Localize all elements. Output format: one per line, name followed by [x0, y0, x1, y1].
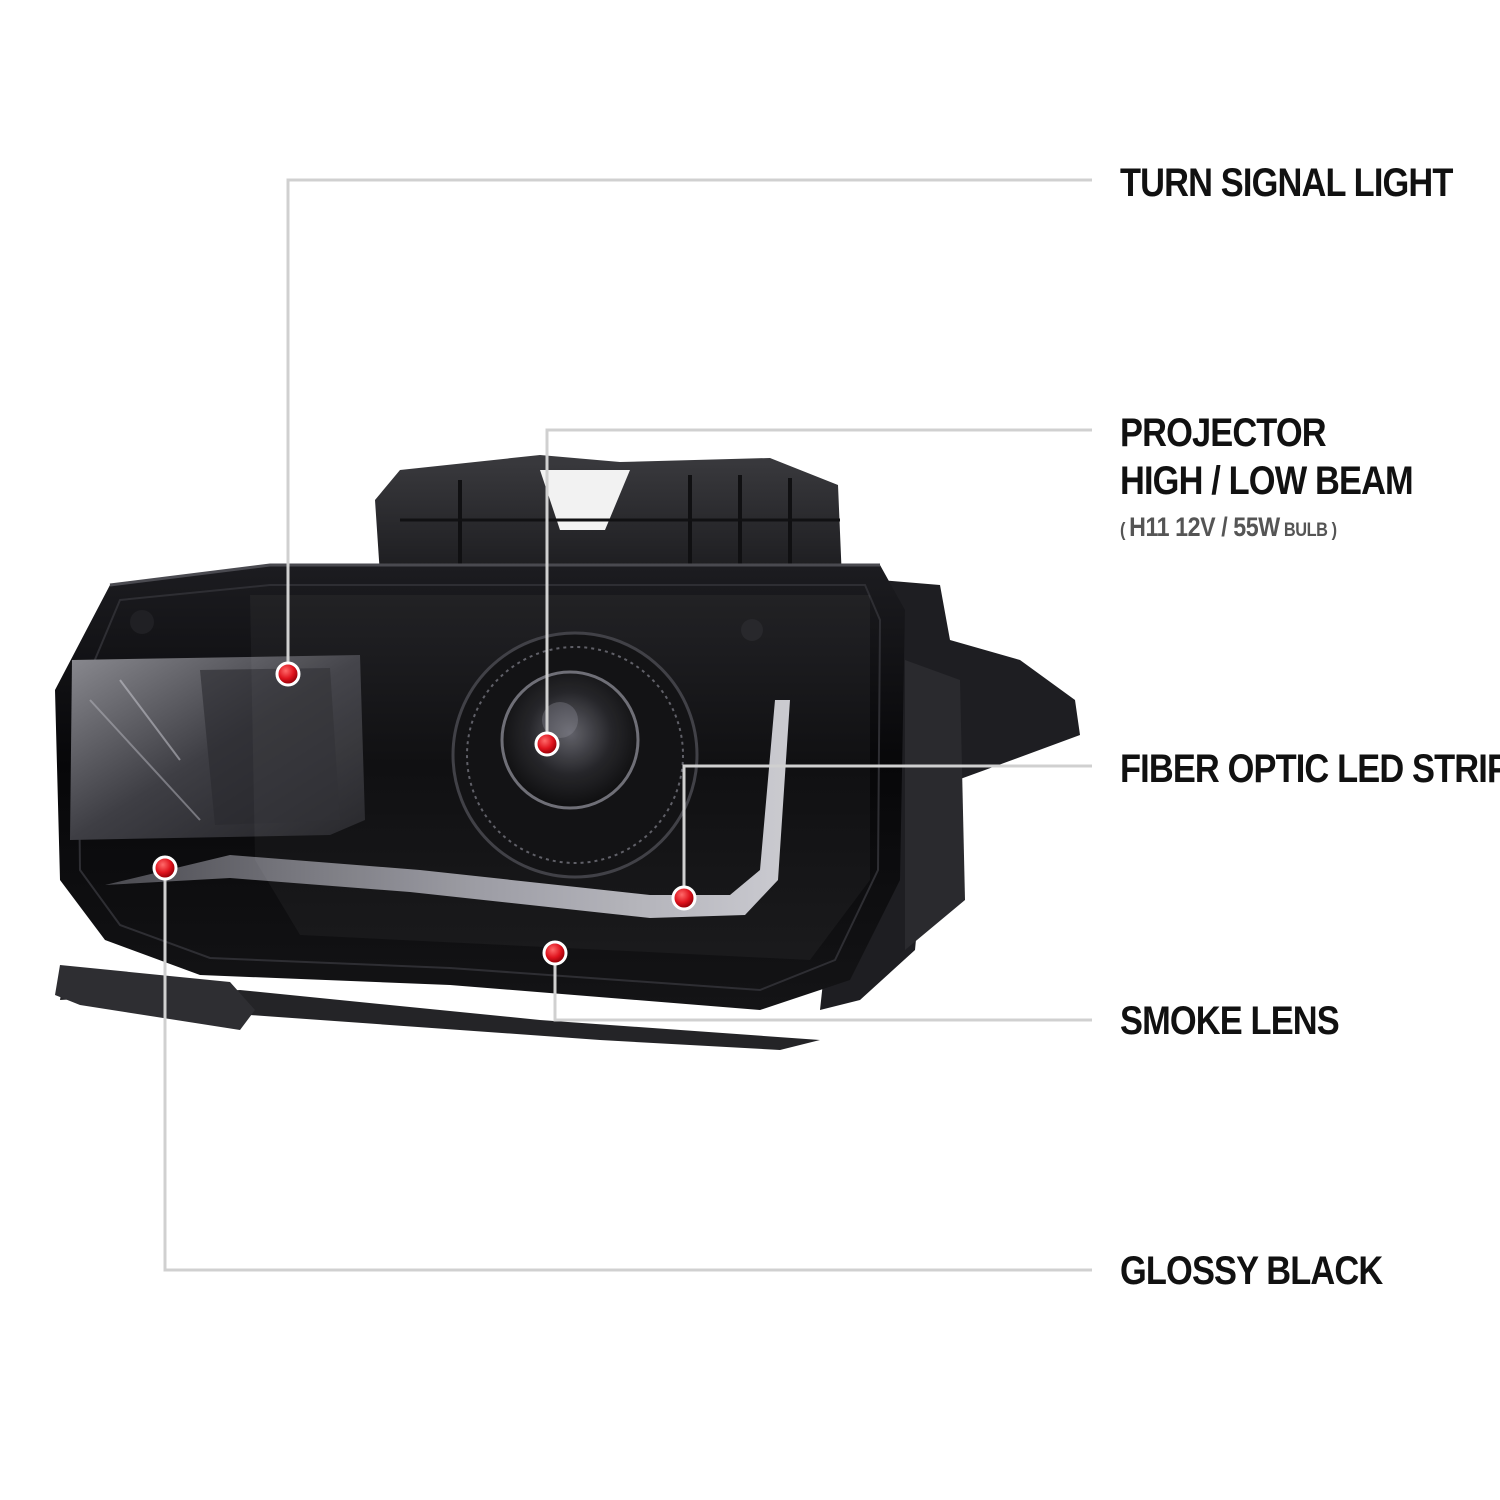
callout-dots [152, 661, 697, 966]
turn-signal-reflector [70, 655, 365, 840]
leader-lines [163, 178, 1092, 1272]
label-glossy-black: GLOSSY BLACK [1120, 1249, 1383, 1293]
leader-line-smoke-lens [553, 953, 1092, 1022]
label-projector: PROJECTOR [1120, 411, 1327, 455]
bulb-spec-value: H11 12V / 55W [1129, 512, 1280, 542]
fiber-optic-led-strip [105, 700, 790, 918]
callout-dot-glossy-black [152, 855, 178, 881]
callout-dot-smoke-lens [542, 940, 568, 966]
callout-dot-fiber-optic [671, 885, 697, 911]
leader-line-projector [545, 428, 1092, 744]
callout-dot-projector [534, 731, 560, 757]
label-turn-signal-light: TURN SIGNAL LIGHT [1120, 161, 1453, 205]
label-bulb-spec: ( H11 12V / 55W BULB ) [1120, 512, 1337, 543]
bulb-word: BULB [1279, 520, 1328, 541]
leader-line-fiber-optic [682, 764, 1092, 898]
leader-line-glossy-black [163, 868, 1092, 1272]
label-high-low-beam: HIGH / LOW BEAM [1120, 459, 1414, 503]
bulb-paren-close: ) [1327, 520, 1337, 541]
mounting-bracket [375, 455, 842, 580]
leader-line-turn-signal [286, 178, 1092, 674]
smoke-lens-overlay [250, 595, 870, 960]
label-fiber-optic-led-strip: FIBER OPTIC LED STRIP [1120, 747, 1500, 791]
projector-lens [451, 631, 699, 879]
label-smoke-lens: SMOKE LENS [1120, 999, 1340, 1043]
bottom-lip [60, 970, 820, 1050]
callout-dot-turn-signal [275, 661, 301, 687]
bulb-paren-open: ( [1120, 520, 1130, 541]
